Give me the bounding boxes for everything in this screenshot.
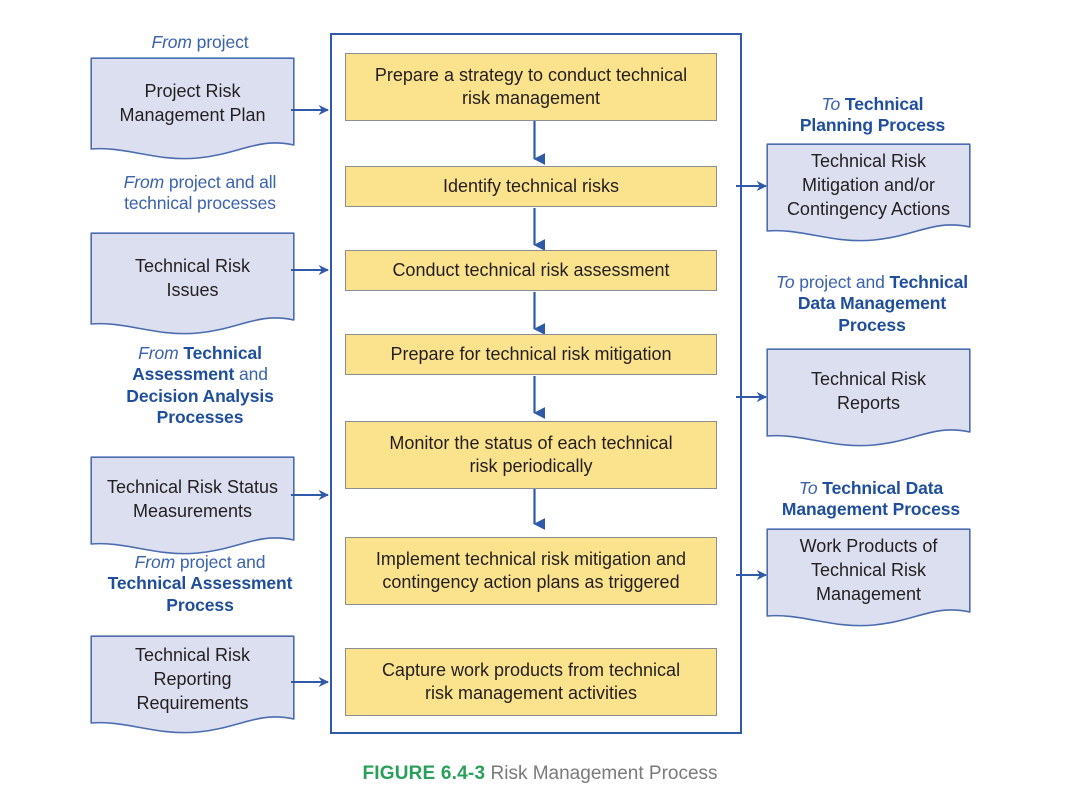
process-step-3-line1: Conduct technical risk assessment <box>392 259 670 280</box>
process-step-5[interactable]: Monitor the status of each technical ris… <box>345 421 717 489</box>
output-arrows <box>736 180 768 581</box>
output-label-1-to: To <box>821 94 841 114</box>
input-doc-technical-risk-issues: Technical Risk Issues <box>90 232 295 337</box>
process-container <box>330 33 742 734</box>
process-step-6-line1: Implement technical risk mitigation and <box>375 548 687 569</box>
figure-title-text: Risk Management Process <box>490 763 718 784</box>
process-step-7-line1: Capture work products from technical <box>381 659 681 680</box>
output-label-2-p3: Data Management <box>797 293 947 314</box>
output-doc-work-products: Work Products of Technical Risk Manageme… <box>766 528 971 628</box>
output-doc-technical-risk-mitigation-actions: Technical Risk Mitigation and/or Conting… <box>766 143 971 243</box>
process-step-2-line1: Identify technical risks <box>442 175 620 196</box>
process-step-4-line1: Prepare for technical risk mitigation <box>390 343 672 364</box>
output-label-3-p2: Management Process <box>781 499 961 520</box>
output-label-2: To project and Technical Data Management… <box>758 272 986 336</box>
output-label-3-to: To <box>798 478 818 498</box>
output-label-2-p1: project and <box>794 272 890 292</box>
document-shape-icon <box>766 143 971 242</box>
input-label-1-from: From <box>151 32 192 52</box>
document-shape-icon <box>90 232 295 335</box>
process-step-2[interactable]: Identify technical risks <box>345 166 717 207</box>
process-step-7-line2: risk management activities <box>424 683 638 703</box>
process-step-6-line2: contingency action plans as triggered <box>382 572 680 592</box>
process-step-4[interactable]: Prepare for technical risk mitigation <box>345 334 717 375</box>
input-label-2-line2: technical processes <box>124 193 276 214</box>
process-step-1-line1: Prepare a strategy to conduct technical <box>374 64 688 85</box>
output-label-2-to: To <box>775 272 795 292</box>
document-shape-icon <box>766 348 971 447</box>
input-label-2: From project and all technical processes <box>92 172 308 215</box>
input-label-3: From Technical Assessment and Decision A… <box>92 343 308 428</box>
input-label-3-p3: and <box>234 364 268 385</box>
process-step-1-line2: risk management <box>461 88 601 108</box>
output-label-3-p1: Technical Data <box>817 478 944 498</box>
process-step-3[interactable]: Conduct technical risk assessment <box>345 250 717 291</box>
figure-caption: FIGURE 6.4-3 Risk Management Process <box>0 763 1080 785</box>
input-arrows <box>291 104 330 688</box>
input-label-1-rest: project <box>191 32 249 52</box>
output-doc-technical-risk-reports: Technical Risk Reports <box>766 348 971 448</box>
input-label-3-p4: Decision Analysis <box>126 385 274 406</box>
output-label-2-p2: Technical <box>889 272 969 292</box>
process-step-1[interactable]: Prepare a strategy to conduct technical … <box>345 53 717 121</box>
input-label-4-p3: Process <box>166 594 234 615</box>
output-label-2-p4: Process <box>838 314 906 335</box>
figure-number: FIGURE 6.4-3 <box>362 763 486 784</box>
input-label-4-from: From <box>134 552 176 572</box>
process-step-5-line2: risk periodically <box>469 456 593 476</box>
input-label-2-line1: project and all <box>164 172 277 192</box>
document-shape-icon <box>90 57 295 160</box>
process-step-5-line1: Monitor the status of each technical <box>389 432 673 453</box>
process-step-6[interactable]: Implement technical risk mitigation and … <box>345 537 717 605</box>
document-shape-icon <box>766 528 971 627</box>
input-label-3-p5: Processes <box>156 407 244 428</box>
input-label-3-p1: Technical <box>178 343 262 363</box>
output-label-3: To Technical Data Management Process <box>755 478 987 521</box>
input-label-4-p1: project and <box>175 552 266 572</box>
process-step-7[interactable]: Capture work products from technical ris… <box>345 648 717 716</box>
document-shape-icon <box>90 456 295 555</box>
input-label-3-from: From <box>138 343 179 363</box>
input-label-4: From project and Technical Assessment Pr… <box>90 552 310 616</box>
process-flow-arrows <box>533 120 546 530</box>
input-label-3-p2: Assessment <box>132 364 235 385</box>
output-label-1-p2: Planning Process <box>799 115 946 136</box>
output-label-1-p1: Technical <box>840 94 924 114</box>
document-shape-icon <box>90 635 295 734</box>
output-label-1: To Technical Planning Process <box>765 94 980 137</box>
input-doc-project-risk-management-plan: Project Risk Management Plan <box>90 57 295 162</box>
input-label-4-p2: Technical Assessment <box>107 573 293 594</box>
input-doc-technical-risk-status-measurements: Technical Risk Status Measurements <box>90 456 295 556</box>
input-doc-technical-risk-reporting-requirements: Technical Risk Reporting Requirements <box>90 635 295 735</box>
input-label-2-from: From <box>123 172 165 192</box>
input-label-1: From project <box>95 32 305 53</box>
